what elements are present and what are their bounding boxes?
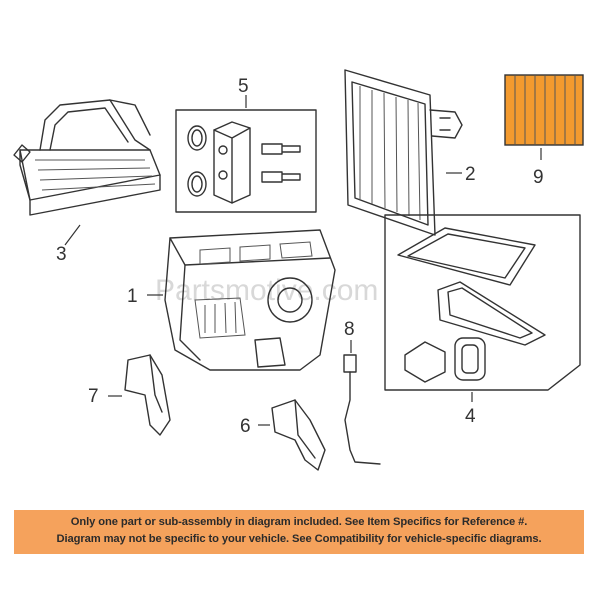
cabin-air-filter-part-9 (504, 74, 584, 146)
hvac-case-part-1 (164, 229, 336, 371)
watermark: Partsmotive.com (155, 274, 378, 307)
callout-9: 9 (533, 167, 544, 188)
callout-8: 8 (344, 319, 355, 340)
expansion-valve-part-5 (175, 109, 317, 213)
callout-6: 6 (240, 416, 251, 437)
disclaimer-line-1: Only one part or sub-assembly in diagram… (70, 516, 528, 528)
disclaimer-line-2: Diagram may not be specific to your vehi… (56, 533, 542, 545)
callout-3: 3 (56, 244, 67, 265)
callout-4: 4 (465, 406, 476, 427)
evaporator-core-part-2 (344, 69, 463, 236)
callout-5: 5 (238, 76, 249, 97)
callout-7: 7 (88, 386, 99, 407)
callout-1: 1 (127, 286, 138, 307)
seal-kit-part-4 (384, 214, 581, 391)
disclaimer-banner: Only one part or sub-assembly in diagram… (14, 510, 584, 554)
duct-part-7 (124, 354, 171, 436)
sensor-part-8 (343, 354, 381, 465)
callout-2: 2 (465, 164, 476, 185)
duct-part-6 (271, 399, 326, 471)
heater-core-part-3 (13, 99, 161, 216)
leader-3 (64, 224, 81, 246)
